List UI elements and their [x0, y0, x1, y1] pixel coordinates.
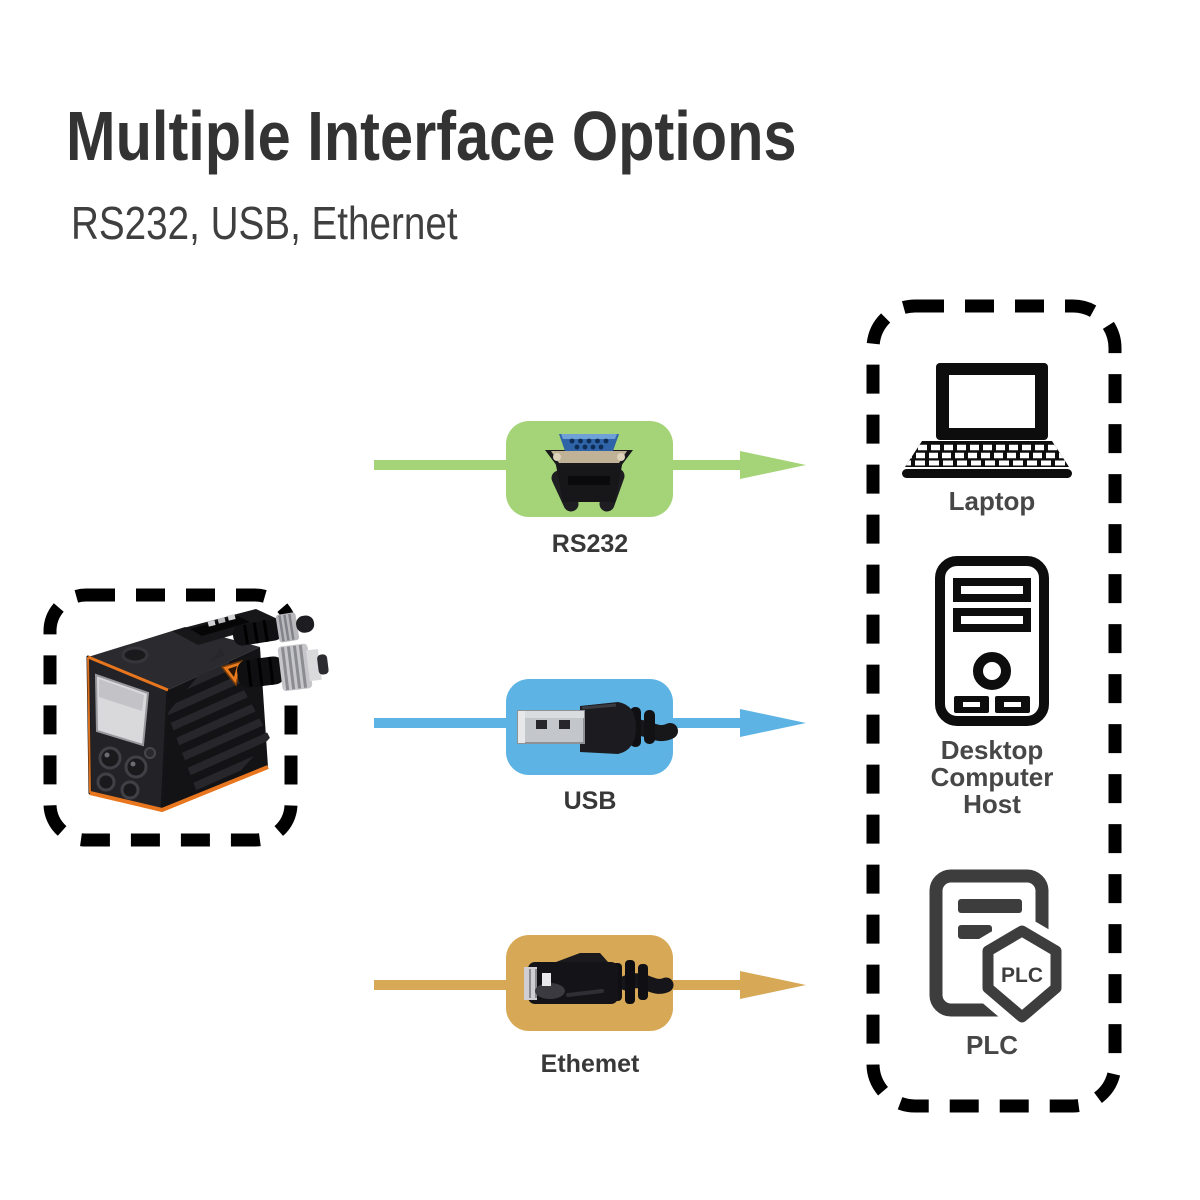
device-dashed-frame	[43, 588, 298, 847]
page-title: Multiple Interface Options	[66, 97, 797, 175]
device-accent-stripe	[87, 655, 169, 692]
page-subtitle: RS232, USB, Ethernet	[71, 197, 458, 249]
laptop-icon	[902, 363, 1072, 478]
rs232-label: RS232	[551, 530, 629, 558]
device-image	[86, 609, 329, 813]
device-lens-array	[96, 746, 156, 800]
warning-triangle-icon	[220, 659, 244, 687]
laptop-label: Laptop	[948, 486, 1036, 516]
plc-label: PLC	[966, 1030, 1018, 1060]
ethernet-label: Ethemet	[540, 1050, 640, 1078]
usb-arrowhead-icon	[740, 709, 806, 737]
rs232-arrowhead-icon	[740, 451, 806, 479]
usb-a-connector-icon	[517, 702, 678, 754]
device-connector-upper	[232, 612, 315, 646]
desktop-label: Desktop Computer Host	[892, 737, 1092, 818]
ethernet-arrowhead-icon	[740, 971, 806, 999]
desktop-label-line-2: Computer	[930, 762, 1054, 792]
plc-document-icon: PLC	[929, 869, 1071, 1032]
plc-shield-badge-text: PLC	[1001, 964, 1043, 987]
desktop-label-line-1: Desktop	[940, 735, 1044, 765]
desktop-label-line-3: Host	[963, 789, 1021, 819]
usb-label: USB	[563, 787, 617, 815]
rs232-db9-connector-icon	[545, 434, 633, 512]
device-connector-lower	[237, 643, 329, 692]
plc-shield-badge	[982, 925, 1062, 1023]
desktop-tower-icon	[935, 556, 1049, 726]
hosts-dashed-frame	[866, 299, 1122, 1113]
rj45-connector-icon	[524, 953, 674, 1004]
